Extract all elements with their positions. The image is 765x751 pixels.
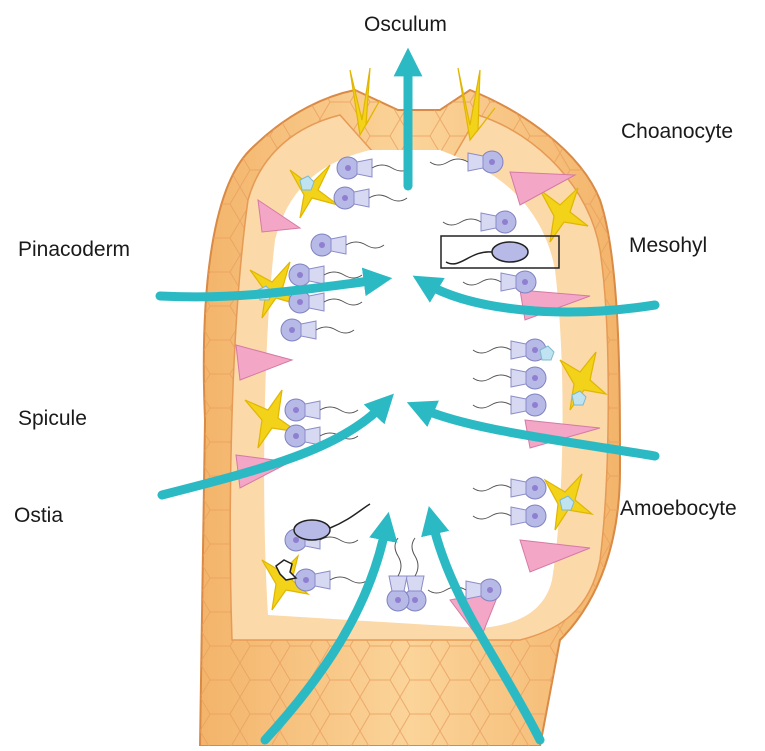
spongocoel [264, 150, 562, 628]
label-amoebocyte: Amoebocyte [620, 498, 737, 519]
label-choanocyte: Choanocyte [621, 121, 733, 142]
label-spicule: Spicule [18, 408, 87, 429]
label-pinacoderm: Pinacoderm [18, 239, 130, 260]
label-ostia: Ostia [14, 505, 63, 526]
label-osculum: Osculum [364, 14, 447, 35]
label-mesohyl: Mesohyl [629, 235, 707, 256]
